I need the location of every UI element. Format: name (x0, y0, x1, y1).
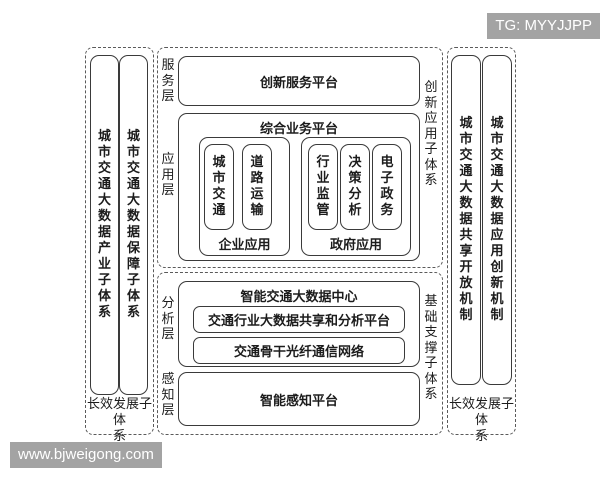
fiber-communication-network: 交通骨干光纤通信网络 (193, 337, 405, 364)
innovation-application-side-label: 创新应用子体系 (424, 80, 438, 188)
intelligent-perception-platform-label: 智能感知平台 (259, 393, 338, 409)
long-term-development-subsystem-right (447, 47, 516, 435)
enterprise-application-group (199, 137, 290, 256)
government-item-e-government: 电子政务 (372, 144, 402, 230)
left-footer-label: 长效发展子体系 (86, 397, 152, 444)
data-sharing-analysis-platform: 交通行业大数据共享和分析平台 (193, 306, 405, 333)
service-layer-label: 服务层 (161, 58, 175, 104)
bottom-left-watermark: www.bjweigong.com (10, 442, 162, 468)
top-right-watermark: TG: MYYJJPP (487, 13, 600, 39)
government-item-industry-supervision: 行业监管 (308, 144, 338, 230)
fiber-communication-network-label: 交通骨干光纤通信网络 (233, 345, 364, 360)
data-sharing-analysis-platform-label: 交通行业大数据共享和分析平台 (207, 314, 390, 329)
sharing-mechanism-pillar: 城市交通大数据共享开放机制 (451, 55, 481, 385)
industry-subsystem-pillar: 城市交通大数据产业子体系 (90, 55, 119, 395)
government-application-label: 政府应用 (329, 238, 382, 253)
government-application-group (301, 137, 411, 256)
intelligent-traffic-data-center (178, 281, 420, 367)
analysis-layer-label: 分析层 (161, 296, 175, 342)
basic-support-subsystem (157, 272, 443, 435)
government-item-decision-analysis: 决策分析 (340, 144, 370, 230)
intelligent-perception-platform: 智能感知平台 (178, 372, 420, 426)
comprehensive-business-platform-label: 综合业务平台 (259, 122, 338, 137)
enterprise-item-road-transport: 道路运输 (242, 144, 272, 230)
application-layer-label: 应用层 (161, 152, 175, 198)
innovation-service-platform-label: 创新服务平台 (259, 75, 338, 91)
right-footer-label: 长效发展子体系 (448, 397, 514, 444)
enterprise-item-urban-traffic: 城市交通 (204, 144, 234, 230)
innovation-mechanism-pillar: 城市交通大数据应用创新机制 (482, 55, 512, 385)
comprehensive-business-platform (178, 113, 420, 261)
innovation-application-subsystem (157, 47, 443, 268)
guarantee-subsystem-pillar: 城市交通大数据保障子体系 (119, 55, 148, 395)
enterprise-application-label: 企业应用 (218, 238, 271, 253)
basic-support-side-label: 基础支撑子体系 (424, 294, 438, 402)
long-term-development-subsystem-left (85, 47, 154, 435)
perception-layer-label: 感知层 (161, 372, 175, 418)
innovation-service-platform: 创新服务平台 (178, 56, 420, 106)
intelligent-traffic-data-center-label: 智能交通大数据中心 (240, 290, 358, 305)
